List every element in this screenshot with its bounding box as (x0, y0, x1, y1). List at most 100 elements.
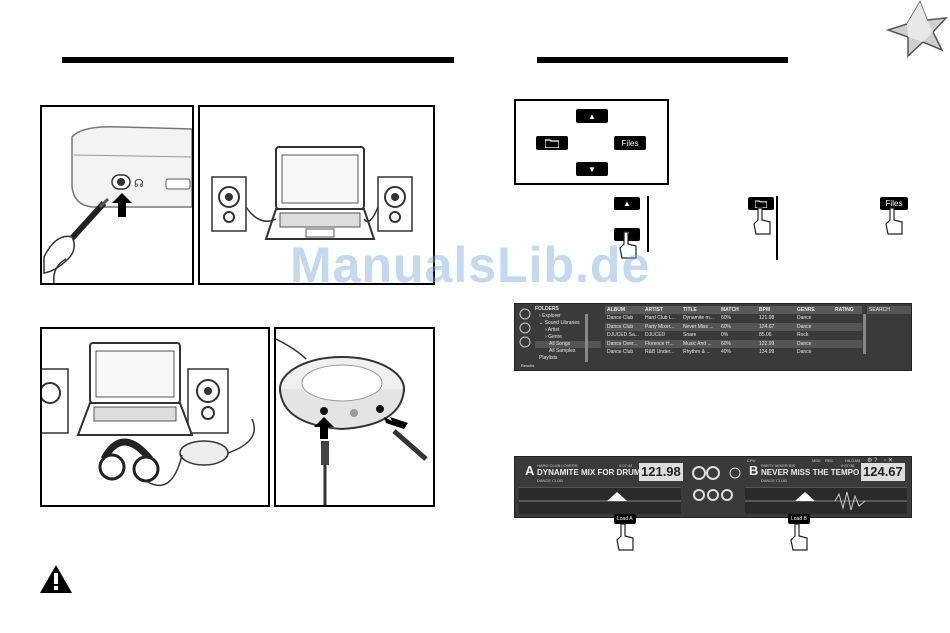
table-cell: 60% (721, 315, 732, 322)
scrollbar[interactable] (585, 314, 588, 362)
folder-button[interactable] (536, 136, 568, 150)
folder-item[interactable]: ⌄ Sound Libraries (539, 320, 580, 326)
up-button-small[interactable]: ▲ (614, 197, 640, 210)
deck-a-waveform[interactable] (519, 487, 681, 514)
table-cell: Dance Club (607, 348, 634, 355)
up-button[interactable]: ▲ (576, 109, 608, 123)
folder-item[interactable]: Playlists (539, 355, 558, 361)
table-cell: 60% (721, 323, 732, 330)
column-header[interactable]: GENRE (797, 307, 815, 313)
folder-icon (755, 199, 767, 208)
deck-b-artist: PARTY MIXER BIS (761, 463, 796, 468)
load-b-button[interactable]: Load B (788, 514, 810, 524)
table-cell: Dance Club (607, 315, 634, 322)
laptop-speakers-illustration (198, 105, 435, 285)
deck-b-bpm: 124.67 (861, 463, 905, 481)
table-header: ALBUM ARTIST TITLE MATCH BPM GENRE RATING (605, 306, 862, 315)
warning-icon (40, 565, 72, 593)
browser-side-icons (519, 308, 531, 348)
table-cell: 40% (721, 348, 732, 355)
load-a-button[interactable]: Load A (614, 514, 636, 524)
deck-b-genre: DANCE CLUB (761, 478, 787, 483)
arrow-left-icon (384, 417, 408, 429)
table-cell: Hard Club L... (645, 315, 676, 322)
software-decks-screenshot: CPU MIDI REC HILOAM ⚙ ? _ ▫ ✕ A HARD CLU… (514, 456, 912, 518)
pointing-hand-icon (616, 523, 634, 551)
cpu-label: CPU (747, 458, 756, 463)
table-cell: 122.99 (759, 340, 775, 347)
app-logo-label: HILOAM (845, 458, 861, 463)
table-cell: Rhythm & ... (683, 348, 711, 355)
files-button[interactable]: Files (614, 136, 646, 150)
table-row[interactable]: Dance Over...Florence H...Music And ...6… (605, 339, 862, 348)
left-heading-rule (62, 57, 454, 63)
table-cell (833, 348, 862, 356)
down-button[interactable]: ▼ (576, 162, 608, 176)
table-cell: Rock (797, 332, 809, 339)
table-cell: Dance Over... (607, 340, 638, 347)
right-heading-rule (537, 57, 788, 63)
column-header[interactable]: MATCH (721, 307, 739, 313)
table-cell: Dance (797, 315, 812, 322)
table-row[interactable]: Dance Club Hard Club L... Dynamite m... 60%… (605, 314, 862, 322)
divider-line (776, 196, 778, 260)
folder-icon (545, 138, 559, 148)
folder-tree: FOLDERS › Explorer ⌄ Sound Libraries › A… (535, 306, 601, 368)
pointing-hand-icon (790, 523, 808, 551)
folder-button-small[interactable] (748, 197, 774, 210)
audio-puck-connection-illustration (274, 327, 435, 507)
table-cell: Dance (797, 340, 812, 347)
table-cell: 121.98 (759, 315, 775, 322)
table-cell: 124.67 (759, 323, 775, 330)
deck-a-time: 0:07:44 (619, 463, 633, 468)
deck-b-title: NEVER MISS THE TEMPO (761, 468, 860, 477)
column-header[interactable]: BPM (759, 307, 771, 313)
search-field[interactable]: SEARCH (867, 306, 911, 314)
column-header[interactable]: ALBUM (607, 307, 626, 313)
mixer-knobs[interactable] (685, 463, 745, 507)
star-icon (885, 0, 948, 58)
table-cell: Dance (797, 323, 812, 330)
folder-item[interactable]: FOLDERS (535, 306, 559, 312)
files-button-small[interactable]: Files (880, 197, 908, 210)
divider-line (647, 196, 649, 252)
deck-b-letter: B (749, 463, 759, 478)
table-cell: Dynamite m... (683, 315, 714, 322)
folder-item[interactable]: › Genre (545, 334, 562, 340)
pointing-hand-icon (885, 207, 903, 235)
column-header[interactable]: TITLE (683, 307, 697, 313)
rec-label: REC (825, 458, 834, 463)
table-cell (833, 331, 862, 339)
folder-item[interactable]: All Samples (549, 348, 576, 354)
headphone-jack-illustration: ☊ (40, 105, 194, 285)
folder-item[interactable]: All Songs (535, 341, 601, 348)
scrollbar[interactable] (863, 314, 866, 354)
folder-item[interactable]: › Artist (545, 327, 560, 333)
deck-a-title: DYNAMITE MIX FOR DRUMS A (537, 468, 654, 477)
deck-a-genre: DANCE CLUB (537, 478, 563, 483)
table-cell: Party Mixer... (645, 323, 675, 330)
pointing-hand-icon (753, 207, 771, 235)
watermark: ManualsLib.de (290, 237, 651, 293)
table-cell: Never Miss ... (683, 323, 714, 330)
deck-b-waveform[interactable] (745, 487, 907, 514)
pointing-hand-icon (619, 231, 637, 259)
folder-item[interactable]: › Explorer (539, 313, 561, 319)
table-cell (833, 323, 862, 331)
table-cell: 60% (721, 340, 732, 347)
window-controls[interactable]: ⚙ ? _ ▫ ✕ (867, 458, 893, 464)
table-cell: Florence H... (645, 340, 674, 347)
table-cell: DJUCED (645, 332, 666, 339)
table-cell (833, 314, 862, 322)
deck-a-bpm: 121.98 (639, 463, 683, 481)
deck-b-time: 0:57:38 (841, 463, 855, 468)
column-header[interactable]: RATING (835, 307, 854, 313)
column-header[interactable]: ARTIST (645, 307, 664, 313)
navigation-keypad-diagram: ▲ Files ▼ (514, 99, 669, 185)
laptop-headphones-illustration (40, 327, 270, 507)
insert-arrow-icon (112, 193, 132, 217)
